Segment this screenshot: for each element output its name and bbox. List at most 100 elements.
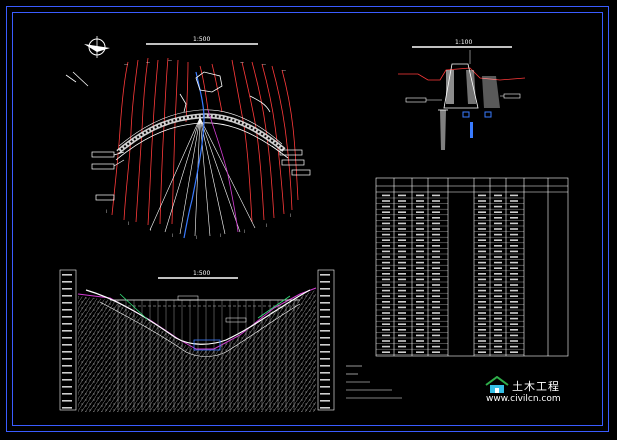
- svg-text:|: |: [150, 227, 151, 231]
- elevation-tick: [320, 379, 330, 381]
- table-cell-mark: [432, 239, 440, 241]
- svg-text:|: |: [220, 233, 221, 237]
- table-cell-mark: [382, 334, 390, 337]
- elevation-tick: [62, 393, 72, 395]
- table-cell-mark: [382, 289, 390, 292]
- table-cell-mark: [432, 289, 440, 292]
- elevation-tick: [62, 379, 72, 381]
- profile-scale-label: 1:500: [193, 270, 210, 277]
- elevation-tick: [320, 365, 330, 367]
- table-cell-mark: [382, 200, 390, 202]
- table-cell-mark: [478, 284, 486, 286]
- table-cell-mark: [510, 217, 518, 219]
- table-cell-mark: [478, 256, 486, 258]
- table-cell-mark: [416, 261, 424, 264]
- table-cell-mark: [494, 306, 502, 309]
- table-cell-mark: [478, 261, 486, 264]
- elevation-tick: [62, 372, 72, 374]
- table-cell-mark: [382, 345, 390, 348]
- table-cell-mark: [382, 228, 390, 230]
- profile-view: 1:500: [59, 269, 335, 412]
- elevation-tick: [62, 330, 72, 332]
- table-cell-mark: [510, 267, 518, 269]
- table-cell-mark: [382, 261, 390, 264]
- table-cell-mark: [416, 273, 424, 275]
- north-arrow-icon: [84, 36, 110, 58]
- table-cell-mark: [494, 340, 502, 342]
- table-cell-mark: [398, 284, 406, 286]
- table-cell-mark: [510, 306, 518, 309]
- table-cell-mark: [510, 284, 518, 286]
- plan-callouts-left: [91, 151, 125, 201]
- table-cell-mark: [432, 323, 440, 325]
- table-cell-mark: [494, 211, 502, 213]
- table-cell-mark: [494, 205, 502, 208]
- table-cell-mark: [432, 351, 440, 353]
- elevation-tick: [320, 372, 330, 374]
- profile-scale-title: 1:500: [158, 270, 238, 279]
- table-cell-mark: [398, 295, 406, 297]
- table-cell-mark: [432, 340, 440, 342]
- notes-block: [346, 365, 402, 399]
- table-cell-mark: [416, 211, 424, 213]
- table-cell-mark: [478, 211, 486, 213]
- elevation-tick: [62, 400, 72, 402]
- table-cell-mark: [416, 256, 424, 258]
- elevation-tick: [62, 351, 72, 353]
- table-cell-mark: [398, 334, 406, 337]
- table-cell-mark: [478, 334, 486, 337]
- table-cell-mark: [382, 317, 390, 320]
- elevation-tick: [320, 407, 330, 409]
- table-cell-mark: [510, 233, 518, 236]
- svg-text:|: |: [106, 209, 107, 213]
- table-cell-mark: [478, 200, 486, 202]
- table-cell-mark: [478, 273, 486, 275]
- table-cell-mark: [416, 306, 424, 309]
- elevation-tick: [62, 365, 72, 367]
- elevation-tick: [320, 288, 330, 290]
- section-scale-title: 1:100: [412, 39, 512, 48]
- table-cell-mark: [432, 233, 440, 236]
- table-cell-mark: [416, 205, 424, 208]
- plan-scale-label: 1:500: [193, 36, 210, 43]
- table-cell-mark: [432, 278, 440, 281]
- drawing-frame-outer: [6, 6, 609, 432]
- plan-callouts-right: [271, 145, 311, 176]
- table-cell-mark: [478, 289, 486, 292]
- svg-text:—: —: [168, 58, 172, 63]
- elevation-tick: [62, 407, 72, 409]
- elevation-tick: [62, 288, 72, 290]
- table-cell-mark: [432, 284, 440, 286]
- table-cell-mark: [478, 340, 486, 342]
- svg-text:—: —: [146, 60, 150, 65]
- table-cell-mark: [478, 233, 486, 236]
- table-cell-mark: [478, 301, 486, 303]
- svg-text:—: —: [240, 60, 244, 65]
- table-cell-mark: [510, 345, 518, 348]
- table-cell-mark: [398, 278, 406, 281]
- elevation-tick: [320, 337, 330, 339]
- table-cell-mark: [398, 317, 406, 320]
- table-cell-mark: [382, 239, 390, 241]
- table-cell-mark: [398, 228, 406, 230]
- elevation-tick: [62, 337, 72, 339]
- table-cell-mark: [478, 217, 486, 219]
- table-cell-mark: [398, 256, 406, 258]
- table-cell-mark: [432, 306, 440, 309]
- svg-text:—: —: [282, 68, 286, 73]
- table-cell-mark: [494, 228, 502, 230]
- table-cell-mark: [510, 317, 518, 320]
- table-cell-mark: [416, 278, 424, 281]
- table-cell-mark: [398, 323, 406, 325]
- elevation-tick: [62, 358, 72, 360]
- table-cell-mark: [416, 312, 424, 314]
- table-cell-mark: [478, 306, 486, 309]
- table-cell-mark: [432, 261, 440, 264]
- table-cell-mark: [416, 334, 424, 337]
- table-cell-mark: [398, 222, 406, 225]
- house-logo-icon: [485, 376, 509, 393]
- table-cell-mark: [510, 340, 518, 342]
- table-cell-mark: [416, 222, 424, 225]
- table-cell-mark: [494, 267, 502, 269]
- svg-text:—: —: [124, 62, 128, 67]
